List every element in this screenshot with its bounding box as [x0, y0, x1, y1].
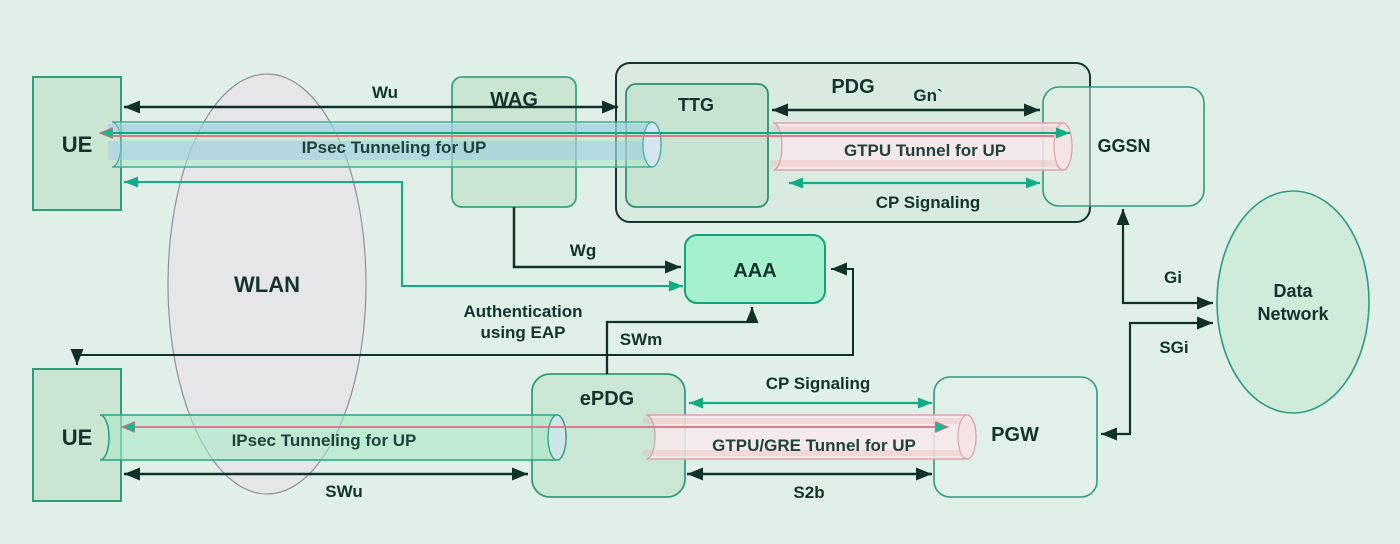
label-ttg: TTG — [678, 95, 714, 115]
label-ue-bottom: UE — [62, 425, 93, 450]
svg-text:Network: Network — [1257, 304, 1329, 324]
label-wg: Wg — [570, 241, 596, 260]
label-ggsn: GGSN — [1097, 136, 1150, 156]
label-cp-signaling-bottom: CP Signaling — [766, 374, 871, 393]
label-gi: Gi — [1164, 268, 1182, 287]
label-gtpu-top: GTPU Tunnel for UP — [844, 141, 1006, 160]
arrow-gi — [1116, 209, 1213, 310]
label-wlan: WLAN — [234, 272, 300, 297]
label-wu: Wu — [372, 83, 398, 102]
label-epdg: ePDG — [580, 388, 634, 410]
label-auth-eap: Authentication using EAP — [464, 302, 583, 342]
svg-text:using EAP: using EAP — [480, 323, 565, 342]
svg-text:Authentication: Authentication — [464, 302, 583, 321]
svg-text:Data: Data — [1273, 281, 1313, 301]
arrow-aaa-ue — [70, 262, 854, 365]
label-pdg: PDG — [831, 76, 874, 98]
label-data-network: Data Network — [1257, 281, 1329, 324]
label-ipsec-bottom: IPsec Tunneling for UP — [232, 431, 417, 450]
label-ue-top: UE — [62, 132, 93, 157]
label-wag: WAG — [490, 89, 538, 111]
label-swm: SWm — [620, 330, 663, 349]
node-ue-top — [32, 76, 122, 211]
label-sgi: SGi — [1159, 338, 1188, 357]
label-gtpu-gre-bottom: GTPU/GRE Tunnel for UP — [712, 436, 916, 455]
label-gn: Gn` — [913, 86, 942, 105]
label-swu: SWu — [325, 482, 362, 501]
label-aaa: AAA — [733, 260, 776, 282]
node-data-network — [1216, 190, 1370, 414]
label-ipsec-top: IPsec Tunneling for UP — [302, 138, 487, 157]
label-cp-signaling-top: CP Signaling — [876, 193, 981, 212]
arrow-sgi — [1101, 316, 1213, 441]
label-pgw: PGW — [991, 424, 1039, 446]
label-s2b: S2b — [793, 483, 824, 502]
